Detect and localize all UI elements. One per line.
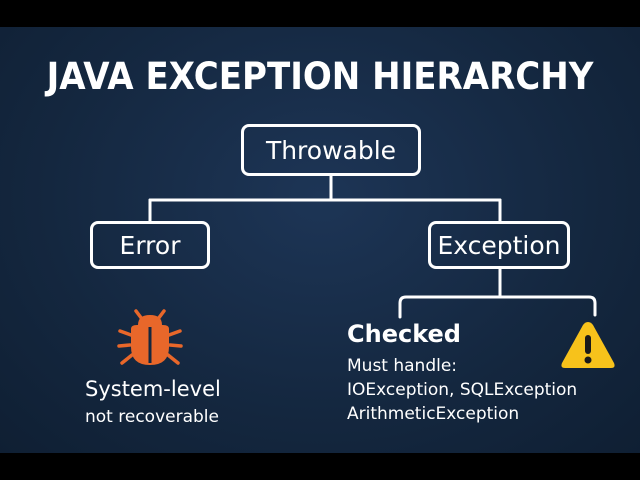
node-error: Error xyxy=(90,221,210,269)
warning-icon xyxy=(561,322,615,368)
checked-line: Must handle: xyxy=(347,356,458,376)
checked-line: ArithmeticException xyxy=(347,404,520,424)
connector-exception-bracket xyxy=(398,295,597,319)
node-throwable: Throwable xyxy=(241,124,421,176)
error-description: not recoverable xyxy=(85,407,219,427)
checked-line: IOException, SQLException xyxy=(347,380,578,400)
diagram-canvas: JAVA EXCEPTION HIERARCHY Throwable Error… xyxy=(0,27,640,453)
error-heading: System-level xyxy=(85,377,221,401)
node-exception: Exception xyxy=(428,221,570,269)
connector-lines xyxy=(148,174,597,319)
bug-icon xyxy=(117,309,183,365)
diagram-title: JAVA EXCEPTION HIERARCHY xyxy=(46,55,594,98)
checked-heading: Checked xyxy=(347,320,461,348)
